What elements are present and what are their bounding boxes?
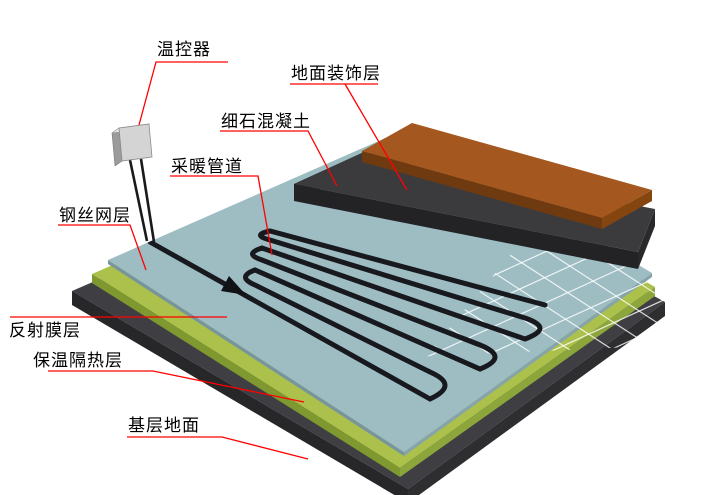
leader-insulation <box>48 370 305 403</box>
concrete-layer-front-face <box>294 184 638 269</box>
leader-mesh-layer <box>58 224 147 271</box>
decorative-layer-right-face <box>602 190 652 229</box>
insulation-layer-front-right-face <box>400 287 655 477</box>
leader-heating-pipe <box>170 175 273 256</box>
label-insulation: 保温隔热层 <box>33 351 123 371</box>
thermostat-front-face <box>118 123 153 162</box>
label-reflective-film: 反射膜层 <box>9 321 81 341</box>
mesh-layer-front-right-face <box>404 273 652 456</box>
label-mesh-layer: 钢丝网层 <box>59 206 131 226</box>
decorative-layer-front-face <box>362 151 602 229</box>
concrete-layer-top <box>294 152 655 252</box>
flow-direction-arrow <box>221 276 246 295</box>
leader-lines <box>10 61 408 460</box>
label-base-layer: 基层地面 <box>128 416 200 436</box>
leader-concrete <box>220 130 338 187</box>
thermostat-wire-left <box>128 159 149 242</box>
base-layer-front-right-face <box>408 302 665 495</box>
base-layer-front-left-face <box>72 291 408 495</box>
insulation-layer-front-left-face <box>92 274 400 477</box>
leader-decorative-layer <box>290 83 408 191</box>
decorative-layer-top <box>362 123 652 218</box>
mesh-layer-front-left-face <box>108 260 404 456</box>
leader-thermostat <box>138 61 228 126</box>
label-thermostat: 温控器 <box>157 40 211 60</box>
thermostat-wire-right <box>139 158 156 243</box>
leader-base-layer <box>127 436 309 460</box>
concrete-layer-right-face <box>638 209 655 269</box>
thermostat-device <box>111 123 156 243</box>
label-heating-pipe: 采暖管道 <box>171 157 243 177</box>
label-decorative-layer: 地面装饰层 <box>291 64 381 84</box>
label-concrete: 细石混凝土 <box>221 112 311 132</box>
heating-pipe-serpentine <box>147 228 548 402</box>
